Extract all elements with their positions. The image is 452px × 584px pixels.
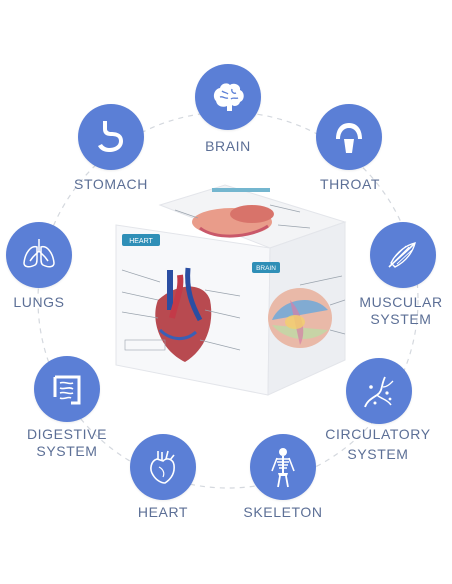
heart-face-tag bbox=[122, 234, 160, 246]
skeleton-node bbox=[250, 434, 316, 500]
muscle-icon bbox=[388, 242, 416, 268]
brain-face-tag bbox=[252, 262, 280, 273]
muscular-node bbox=[370, 222, 436, 288]
stomach-node bbox=[78, 104, 144, 170]
circulatory-label-line1: CIRCULATORY bbox=[325, 426, 431, 442]
throat-icon bbox=[336, 123, 362, 153]
throat-label: THROAT bbox=[319, 176, 381, 192]
brain-icon bbox=[213, 83, 244, 111]
stomach-label: STOMACH bbox=[74, 176, 148, 192]
muscular-label-line1: MUSCULAR bbox=[359, 294, 443, 310]
brain-node bbox=[195, 64, 261, 130]
muscular-label-line2: SYSTEM bbox=[370, 311, 432, 327]
top-face-organ-illustration bbox=[174, 188, 311, 238]
skeleton-icon bbox=[271, 448, 295, 488]
heart-label: HEART bbox=[137, 504, 189, 520]
circulatory-label-line2: SYSTEM bbox=[347, 446, 409, 462]
circulatory-icon bbox=[364, 376, 394, 408]
brain-label: BRAIN bbox=[205, 138, 251, 154]
digestive-icon bbox=[53, 375, 81, 405]
throat-node bbox=[316, 104, 382, 170]
lungs-icon bbox=[23, 239, 55, 268]
heart-face-tag-text: HEART bbox=[129, 238, 153, 245]
heart-face-illustration bbox=[121, 267, 241, 362]
brain-face-illustration bbox=[268, 275, 346, 348]
skeleton-label: SKELETON bbox=[243, 504, 323, 520]
lungs-label: LUNGS bbox=[13, 294, 65, 310]
heart-icon bbox=[150, 450, 175, 484]
digestive-label-line2: SYSTEM bbox=[36, 443, 98, 459]
digestive-node bbox=[34, 356, 100, 422]
heart-node bbox=[130, 434, 196, 500]
stomach-icon bbox=[98, 121, 123, 152]
lungs-node bbox=[6, 222, 72, 288]
digestive-label-line1: DIGESTIVE bbox=[26, 426, 108, 442]
brain-face-tag-text: BRAIN bbox=[256, 265, 276, 272]
circulatory-node bbox=[346, 358, 412, 424]
